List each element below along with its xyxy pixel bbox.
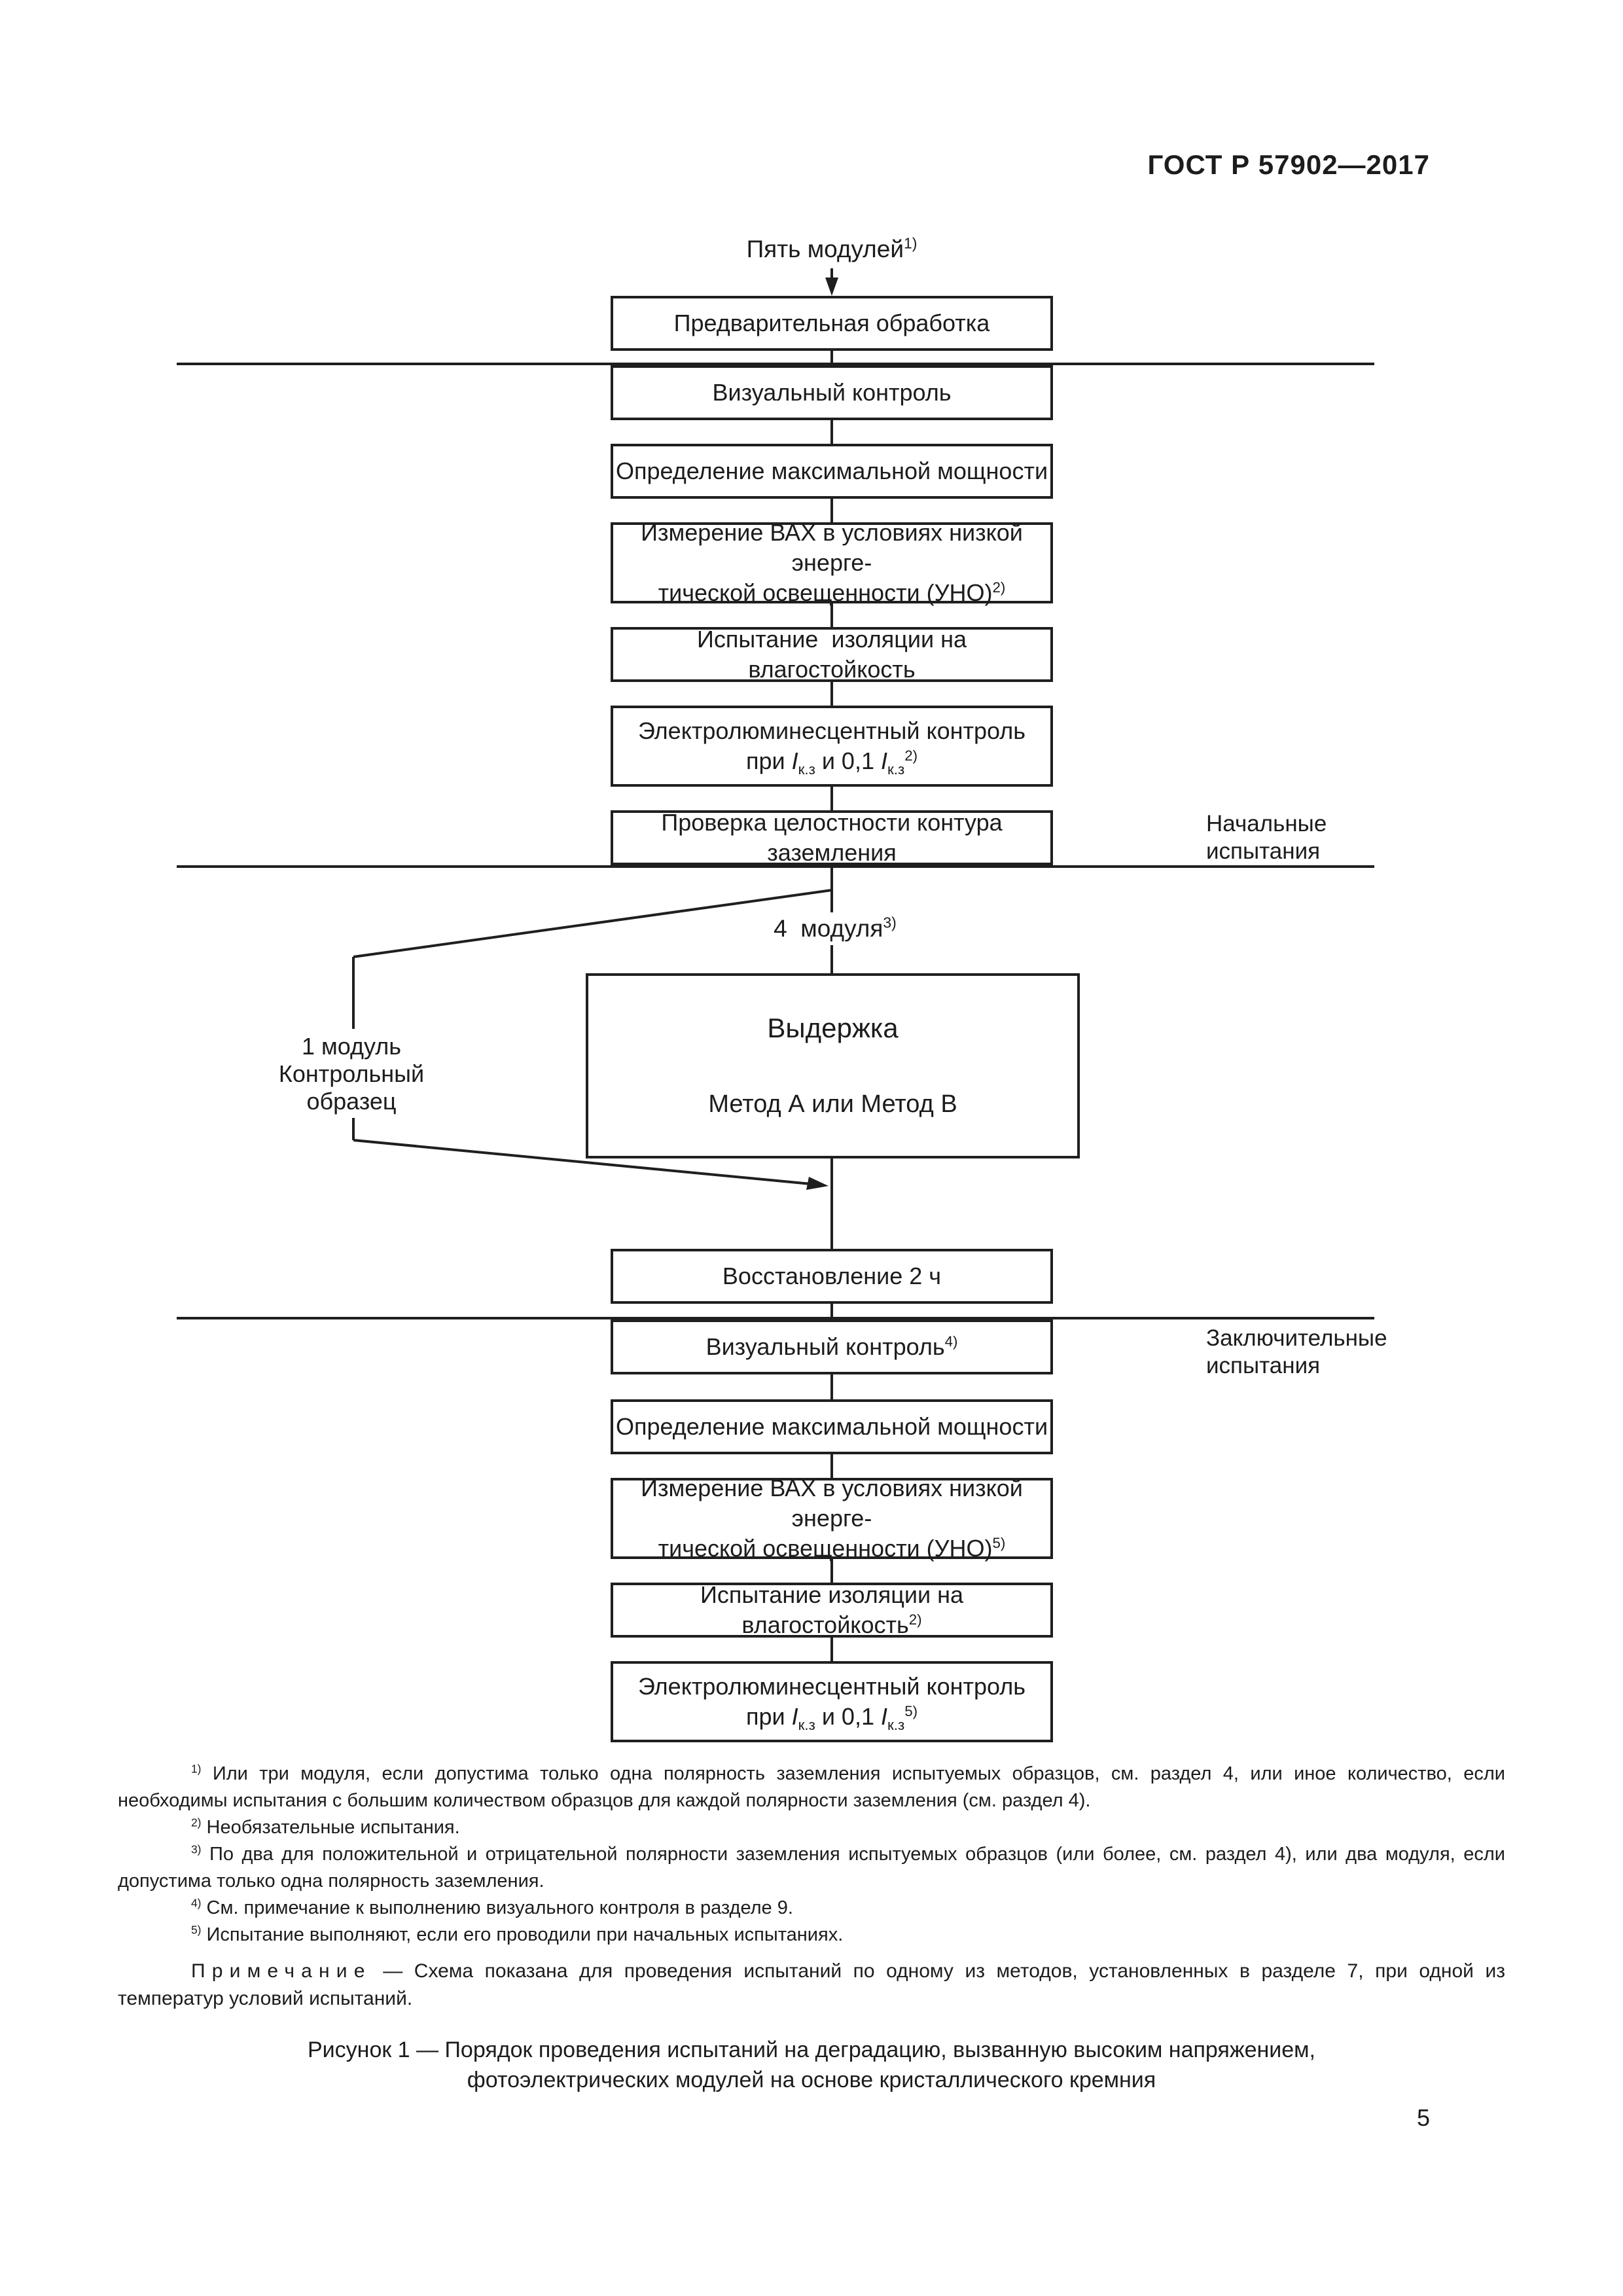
footnote-5: 5) Испытание выполняют, если его проводи…	[191, 1923, 844, 1945]
flow-step-recovery: Восстановление 2 ч	[611, 1249, 1053, 1304]
arrowhead-down-icon	[825, 278, 838, 296]
footnote-3: 3) По два для положительной и отрицатель…	[118, 1842, 1505, 1892]
standard-designation: ГОСТ Р 57902—2017	[1147, 149, 1430, 180]
stage-label-final-tests: Заключительные испытания	[1206, 1325, 1387, 1378]
flow-step-iv-measurement-final: Измерение ВАХ в условиях низкой энерге- …	[611, 1475, 1053, 1562]
flow-entry-label: Пять модулей1)	[611, 236, 1053, 263]
flow-step-visual-inspection-initial: Визуальный контроль	[611, 365, 1053, 420]
flow-step-max-power-final: Определение максимальной мощности	[611, 1399, 1053, 1454]
branch-label-four-modules: 4 модуля3)	[727, 912, 943, 945]
flow-step-electroluminescence-initial: Электролюминесцентный контроль при Iк.з …	[611, 706, 1053, 787]
flow-step-max-power-initial: Определение максимальной мощности	[611, 444, 1053, 499]
flow-step-hold-method-a-or-b: Выдержка Метод А или Метод В	[586, 973, 1080, 1158]
flow-step-pretreatment: Предварительная обработка	[611, 296, 1053, 351]
footnote-block: 1) Или три модуля, если допустима только…	[118, 1761, 1505, 2095]
flow-step-ground-continuity: Проверка целостности контура заземления	[611, 809, 1053, 866]
figure-caption: Рисунок 1 — Порядок проведения испытаний…	[308, 2037, 1315, 2092]
note-paragraph: Примечание — Схема показана для проведен…	[118, 1960, 1505, 2009]
flow-step-insulation-test-initial: Испытание изоляции на влагостойкость	[611, 626, 1053, 683]
footnote-4: 4) См. примечание к выполнению визуально…	[191, 1896, 793, 1918]
flow-step-electroluminescence-final: Электролюминесцентный контроль при Iк.з …	[611, 1661, 1053, 1742]
flow-step-iv-measurement-initial: Измерение ВАХ в условиях низкой энерге- …	[611, 519, 1053, 606]
page-number: 5	[1416, 2104, 1430, 2131]
flow-step-insulation-test-final: Испытание изоляции на влагостойкость2)	[611, 1581, 1053, 1638]
branch-label-control-sample: 1 модуль Контрольный образец	[278, 1033, 425, 1115]
entry-label-footnote-ref: 1)	[904, 234, 918, 252]
flow-step-visual-inspection-final: Визуальный контроль4)	[611, 1319, 1053, 1374]
arrowhead-right-icon	[806, 1177, 829, 1190]
stage-label-initial-tests: Начальные испытания	[1206, 811, 1327, 864]
footnote-2: 2) Необязательные испытания.	[191, 1816, 460, 1838]
entry-label-text: Пять модулей	[746, 236, 904, 262]
footnote-1: 1) Или три модуля, если допустима только…	[118, 1762, 1505, 1811]
